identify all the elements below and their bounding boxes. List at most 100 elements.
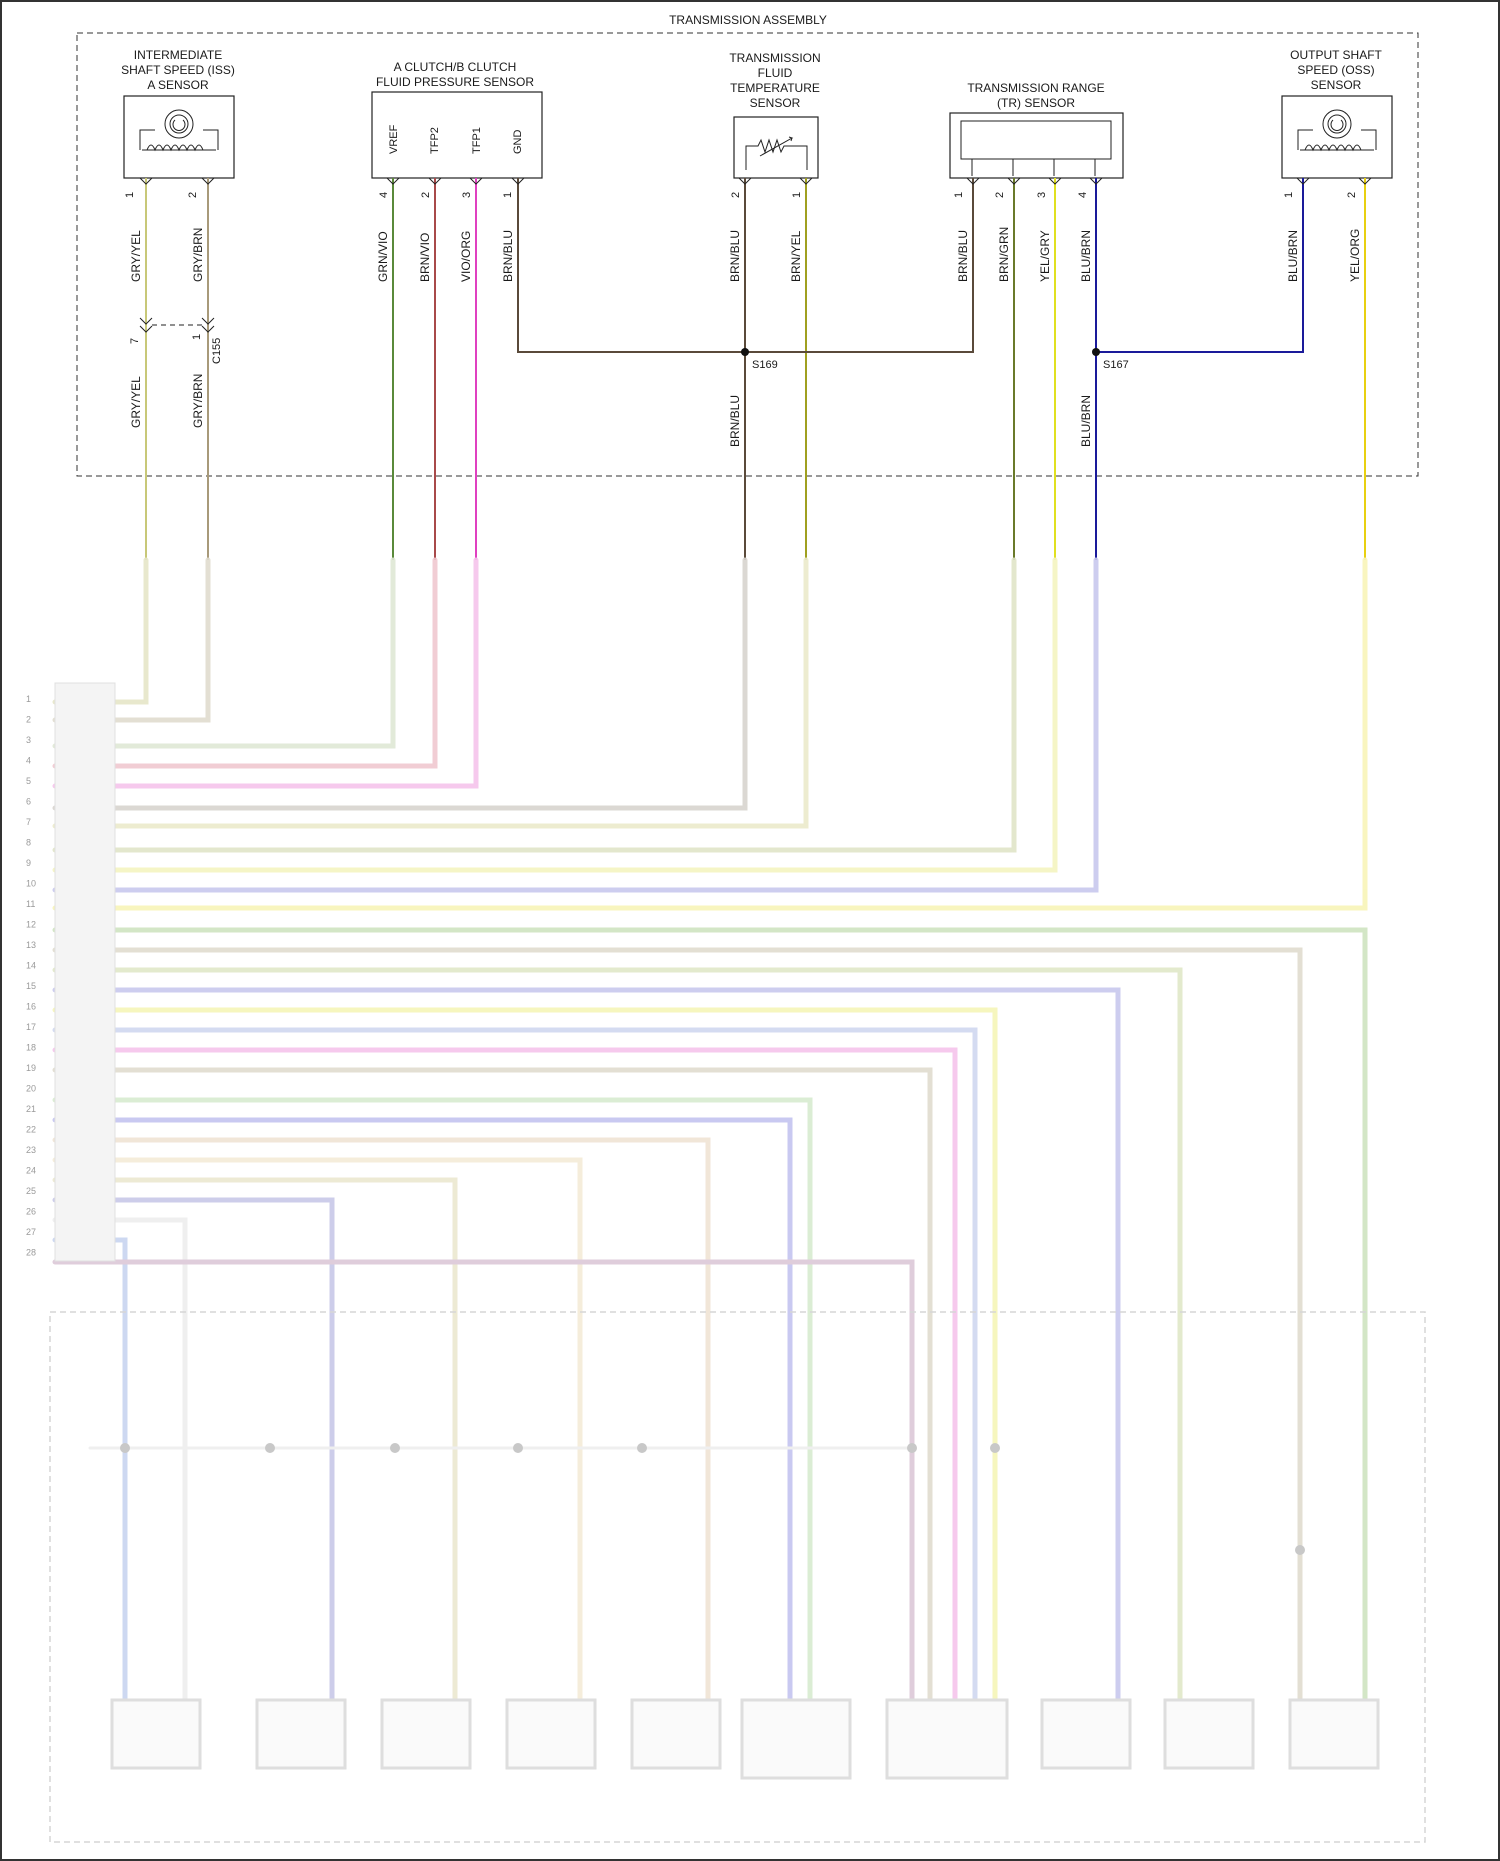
module-pin-number: 18: [26, 1043, 36, 1053]
iss-pin-1: 1: [124, 192, 136, 198]
module-pin-number: 9: [26, 858, 31, 868]
wire-label: GRY/YEL: [129, 376, 143, 428]
splice-s169-label: S169: [752, 359, 778, 371]
wire-label: BRN/YEL: [789, 230, 803, 282]
lower-components: [112, 1700, 1378, 1778]
lower-component: [1042, 1700, 1130, 1768]
wire-label: GRN/VIO: [376, 231, 390, 282]
tft-pin-1: 1: [791, 192, 803, 198]
module-pin-number: 17: [26, 1022, 36, 1032]
lower-obscured-section: [55, 560, 1365, 1700]
assembly-title: TRANSMISSION ASSEMBLY: [669, 13, 827, 27]
module-pin-number: 24: [26, 1166, 36, 1176]
wire-label: BRN/GRN: [997, 227, 1011, 282]
fps-pin-name-tfp1: TFP1: [471, 127, 483, 154]
iss-pin-2: 2: [187, 192, 199, 198]
wire-label: BRN/VIO: [418, 233, 432, 282]
splice-s169-dot: [741, 348, 749, 356]
wire-label: BLU/BRN: [1079, 395, 1093, 447]
connector-c155: [140, 318, 214, 332]
tr-pin-4: 4: [1077, 192, 1089, 198]
module-pin-number: 16: [26, 1002, 36, 1012]
splice-s167-label: S167: [1103, 359, 1129, 371]
module-pin-number: 27: [26, 1227, 36, 1237]
oss-label-2: SPEED (OSS): [1297, 63, 1374, 77]
fluid-pressure-sensor: A CLUTCH/B CLUTCH FLUID PRESSURE SENSOR …: [372, 60, 542, 198]
iss-label-2: SHAFT SPEED (ISS): [121, 63, 235, 77]
iss-sensor: INTERMEDIATE SHAFT SPEED (ISS) A SENSOR …: [121, 48, 235, 198]
fps-label-1: A CLUTCH/B CLUTCH: [394, 60, 517, 74]
tft-label-3: TEMPERATURE: [730, 81, 820, 95]
module-pin-number: 6: [26, 797, 31, 807]
wire-label: BRN/BLU: [728, 395, 742, 447]
lower-component: [887, 1700, 1007, 1778]
module-pin-number: 11: [26, 899, 35, 909]
oss-sensor: OUTPUT SHAFT SPEED (OSS) SENSOR 1 2: [1282, 48, 1392, 198]
module-pin-number: 10: [26, 879, 36, 889]
transmission-assembly-border: [77, 33, 1418, 476]
wire-oss-1: [1096, 178, 1303, 352]
module-pin-number: 14: [26, 961, 36, 971]
oss-pin-1: 1: [1283, 192, 1295, 198]
wire-label: GRY/YEL: [129, 230, 143, 282]
wire-label: GRY/BRN: [191, 228, 205, 282]
sensor-coil-icon: [1298, 110, 1376, 150]
fluid-temperature-sensor: TRANSMISSION FLUID TEMPERATURE SENSOR 2 …: [729, 51, 820, 198]
fps-pin-name-tfp2: TFP2: [429, 127, 441, 154]
lower-component: [112, 1700, 200, 1768]
module-pin-number: 26: [26, 1207, 36, 1217]
c155-pin-1: 1: [191, 334, 203, 340]
fps-pin-3: 3: [461, 192, 473, 198]
wire-label: GRY/BRN: [191, 374, 205, 428]
lower-component: [257, 1700, 345, 1768]
lower-component: [382, 1700, 470, 1768]
wire-label: VIO/ORG: [459, 231, 473, 282]
tft-label-1: TRANSMISSION: [729, 51, 820, 65]
lower-splices: [120, 1443, 1305, 1555]
lower-component: [1290, 1700, 1378, 1768]
wire-label: BRN/BLU: [728, 230, 742, 282]
c155-pin-7: 7: [129, 338, 141, 344]
c155-label: C155: [211, 338, 223, 364]
module-pin-number: 12: [26, 920, 36, 930]
module-pin-number: 7: [26, 817, 31, 827]
fps-pin-1: 1: [502, 192, 514, 198]
module-pin-number: 5: [26, 776, 31, 786]
wire-label: BRN/BLU: [956, 230, 970, 282]
module-pin-number: 28: [26, 1248, 36, 1258]
tr-pin-2: 2: [994, 192, 1006, 198]
lower-component: [632, 1700, 720, 1768]
module-pin-number: 1: [26, 694, 31, 704]
tr-pin-1: 1: [953, 192, 965, 198]
lower-component: [1165, 1700, 1253, 1768]
module-pin-number: 3: [26, 735, 31, 745]
iss-label-1: INTERMEDIATE: [134, 48, 222, 62]
wire-label: BRN/BLU: [501, 230, 515, 282]
splice-s167-dot: [1092, 348, 1100, 356]
fps-pin-4: 4: [378, 192, 390, 198]
tft-label-2: FLUID: [758, 66, 793, 80]
wire-label: BLU/BRN: [1286, 230, 1300, 282]
tr-sensor-contacts: [972, 159, 1095, 176]
module-pin-column: 1234567891011121314151617181920212223242…: [26, 683, 115, 1261]
module-pin-number: 13: [26, 940, 36, 950]
module-pin-number: 20: [26, 1084, 36, 1094]
sensor-coil-icon: [140, 110, 218, 150]
oss-label-3: SENSOR: [1311, 78, 1362, 92]
fps-pin-2: 2: [420, 192, 432, 198]
tr-sensor-box: [950, 113, 1123, 178]
tr-sensor-inner: [961, 121, 1111, 159]
module-pin-number: 15: [26, 981, 36, 991]
fps-pin-name-gnd: GND: [512, 130, 524, 155]
module-pin-number: 8: [26, 838, 31, 848]
module-pin-number: 22: [26, 1125, 36, 1135]
tft-label-4: SENSOR: [750, 96, 801, 110]
module-pin-number: 4: [26, 756, 31, 766]
thermistor-icon: [746, 137, 807, 170]
module-pin-number: 19: [26, 1063, 36, 1073]
fps-pin-name-vref: VREF: [388, 124, 400, 154]
wire-label: YEL/ORG: [1348, 229, 1362, 282]
module-pin-number: 23: [26, 1145, 36, 1155]
lower-component: [507, 1700, 595, 1768]
